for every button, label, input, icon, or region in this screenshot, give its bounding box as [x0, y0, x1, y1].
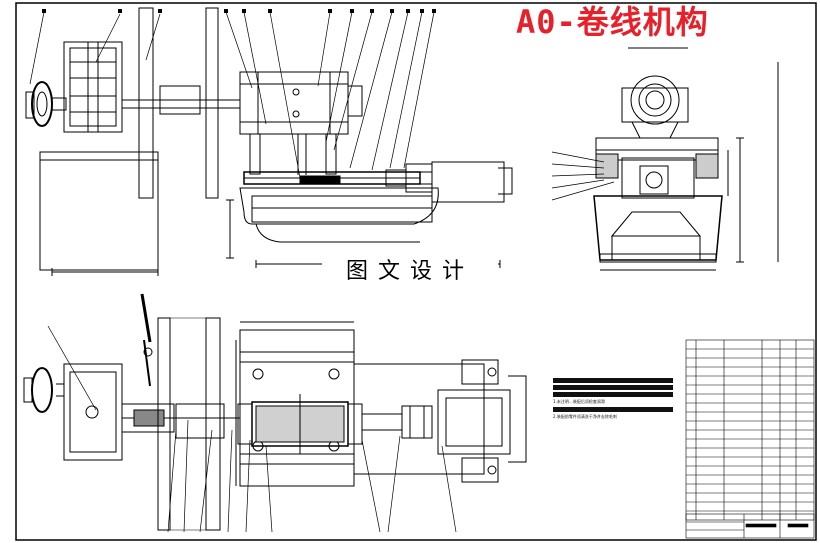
drawing-frame [15, 2, 817, 541]
front-view [25, 7, 513, 276]
watermark-text: 图文设计 [322, 252, 498, 292]
side-view [593, 47, 779, 271]
leader-lines-top [29, 11, 435, 179]
note-heading-bar [553, 385, 673, 390]
leader-lines-side [551, 151, 615, 201]
note-heading-bar [553, 392, 673, 397]
title-block [685, 513, 815, 539]
note-line: 2.装配前零件须清洗干净并去除毛刺 [553, 414, 617, 419]
note-heading-bar [553, 407, 673, 412]
note-heading-bar [553, 378, 673, 383]
balloon-markers-top [42, 9, 436, 13]
technical-notes: 1.未注明…装配后须检查润滑 2.装配前零件须清洗干净并去除毛刺 [553, 376, 673, 420]
note-line: 1.未注明…装配后须检查润滑 [553, 399, 605, 404]
leader-lines-plan [47, 325, 457, 533]
drawing-title: A0-卷线机构 [516, 3, 709, 41]
plan-view [23, 293, 527, 531]
parts-list-table [685, 339, 815, 521]
